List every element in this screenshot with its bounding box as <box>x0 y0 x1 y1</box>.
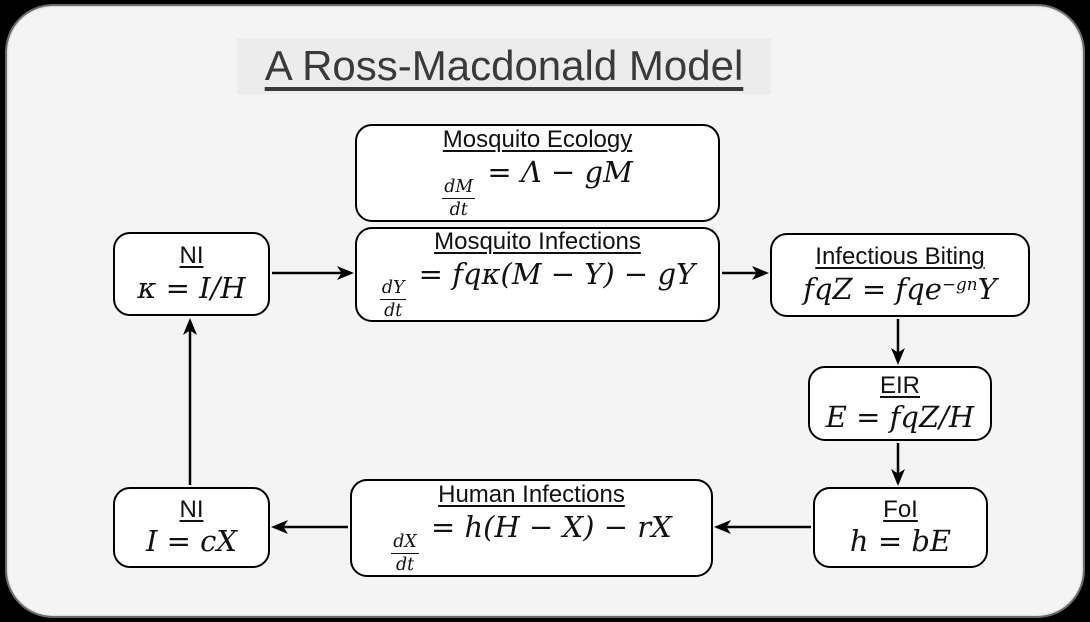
node-human-infections-label: Human Infections <box>438 481 625 509</box>
node-eir: EIR E = fqZ/H <box>808 366 992 441</box>
node-foi-equation: h = bE <box>849 524 952 559</box>
node-infectious-biting: Infectious Biting fqZ = fqe−gnY <box>770 233 1030 317</box>
node-foi: FoI h = bE <box>813 487 988 568</box>
node-infectious-biting-equation: fqZ = fqe−gnY <box>803 271 997 306</box>
node-mosquito-ecology-label: Mosquito Ecology <box>442 126 633 154</box>
node-infectious-biting-label: Infectious Biting <box>815 243 985 271</box>
node-ni-i-label: NI <box>179 495 204 523</box>
node-foi-label: FoI <box>883 495 918 523</box>
node-ni-kappa-label: NI <box>179 242 204 270</box>
node-ni-i-equation: I = cX <box>145 524 238 559</box>
node-ni-kappa: NI κ = I/H <box>113 232 270 316</box>
node-eir-label: EIR <box>879 371 920 399</box>
node-ni-kappa-equation: κ = I/H <box>137 270 246 305</box>
node-eir-equation: E = fqZ/H <box>825 400 975 435</box>
node-mosquito-infections-label: Mosquito Infections <box>434 227 641 255</box>
node-ni-i: NI I = cX <box>113 487 270 568</box>
page-title: A Ross-Macdonald Model <box>237 38 771 94</box>
